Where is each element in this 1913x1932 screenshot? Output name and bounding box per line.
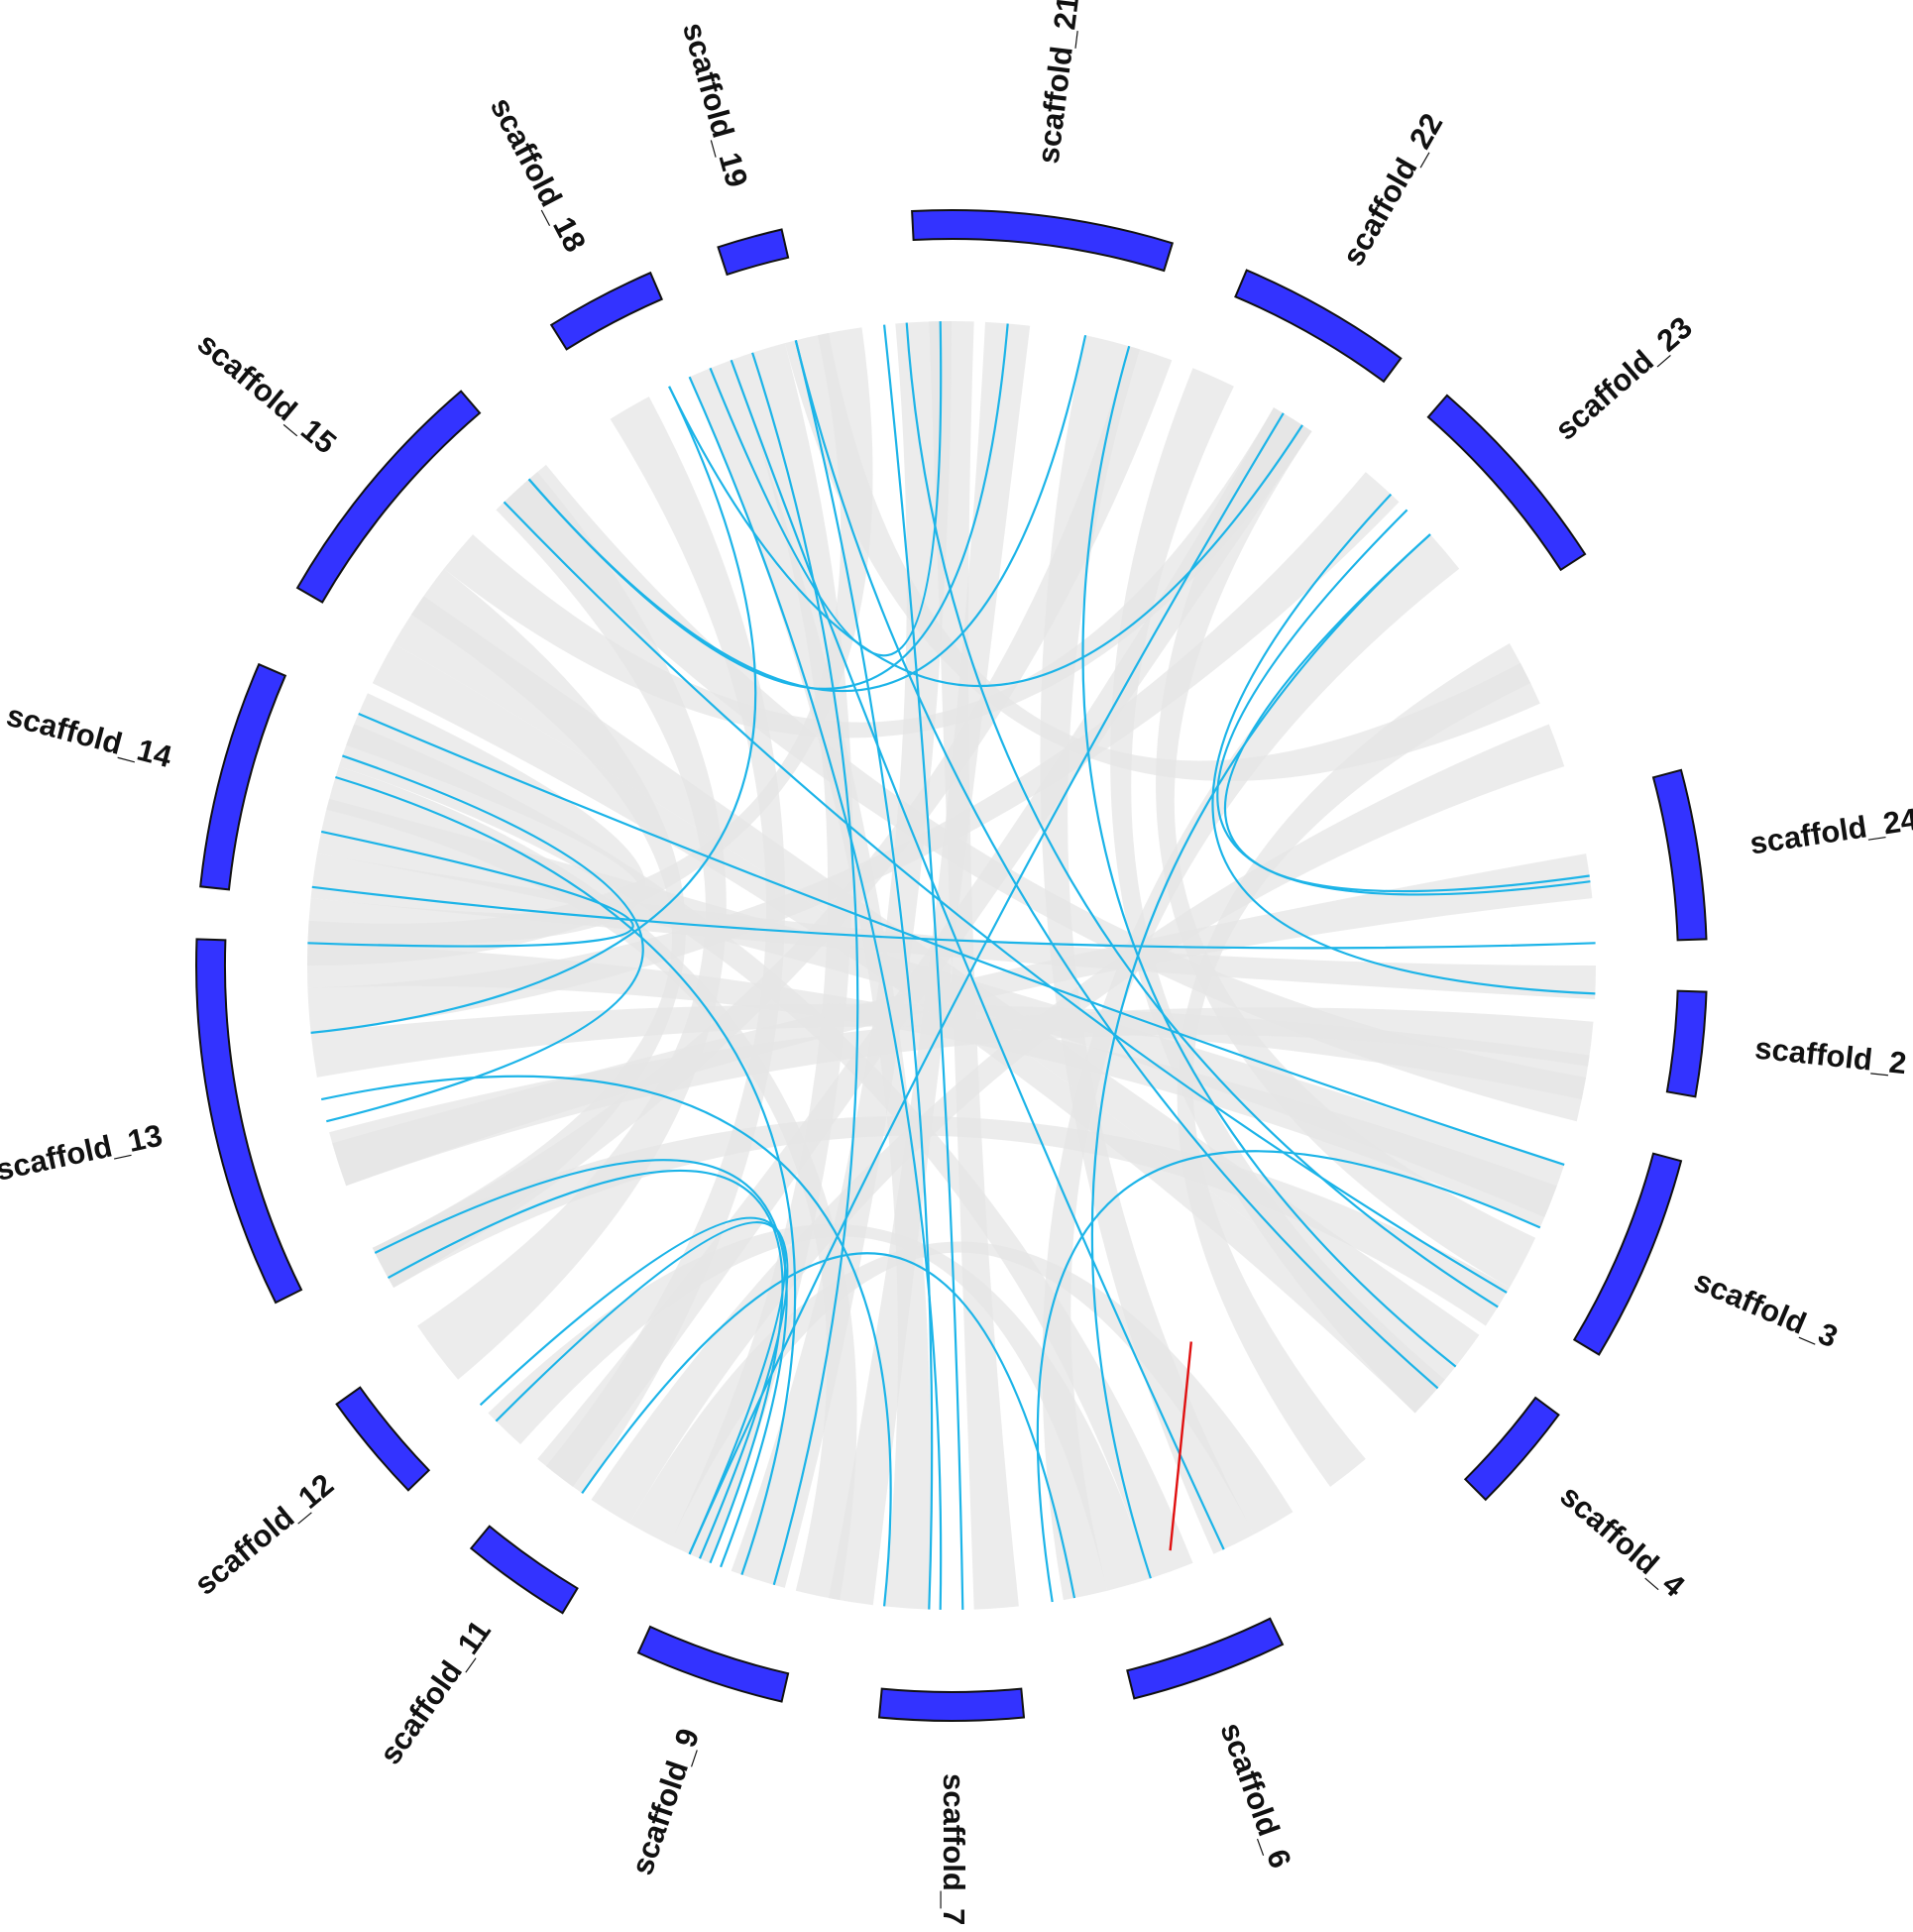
highlight-link-6 <box>751 352 859 1586</box>
special-link-0 <box>1169 1341 1192 1551</box>
highlight-link-17 <box>307 830 634 948</box>
ideogram-scaffold-23 <box>1426 394 1587 572</box>
highlight-link-22 <box>387 1169 784 1564</box>
label-scaffold-4: scaffold_4 <box>1553 1478 1692 1604</box>
highlight-link-19 <box>320 1075 892 1607</box>
ideogram-scaffold-15 <box>295 390 482 604</box>
highlight-link-9 <box>688 412 1285 1555</box>
special-link-layer <box>1169 1341 1192 1551</box>
background-link-6 <box>545 397 786 1494</box>
label-scaffold-13: scaffold_13 <box>0 1118 166 1188</box>
ideogram-scaffold-7 <box>877 1687 1026 1722</box>
highlight-link-25 <box>581 1252 1076 1599</box>
highlight-link-8 <box>883 324 964 1610</box>
scaffold-ideogram-ring <box>195 208 1708 1722</box>
highlight-link-18 <box>311 885 1596 950</box>
highlight-link-12 <box>1223 533 1590 893</box>
label-scaffold-15: scaffold_15 <box>191 325 343 460</box>
background-link-23 <box>329 1007 1594 1187</box>
highlight-link-21 <box>374 1159 788 1568</box>
background-link-17 <box>689 360 932 1610</box>
background-link-13 <box>332 853 1593 1187</box>
label-scaffold-3: scaffold_3 <box>1689 1263 1843 1354</box>
background-link-28 <box>488 1223 1151 1591</box>
background-link-11 <box>307 943 1557 1228</box>
label-scaffold-7: scaffold_7 <box>937 1773 971 1925</box>
highlight-link-11 <box>1216 509 1591 896</box>
highlight-link-30 <box>905 322 1499 1308</box>
ideogram-scaffold-24 <box>1651 768 1708 942</box>
highlight-link-27 <box>503 501 1508 1294</box>
background-link-15 <box>537 407 1312 1487</box>
ideogram-scaffold-22 <box>1234 269 1403 384</box>
highlight-link-14 <box>358 712 1565 1166</box>
highlight-link-10 <box>1211 493 1596 995</box>
ideogram-scaffold-19 <box>717 228 790 277</box>
label-scaffold-23: scaffold_23 <box>1548 309 1699 446</box>
highlight-link-1 <box>527 334 1087 693</box>
ideogram-scaffold-6 <box>1126 1617 1285 1700</box>
highlight-link-7 <box>794 340 934 1610</box>
label-scaffold-18: scaffold_18 <box>484 91 593 257</box>
background-link-31 <box>443 407 1312 739</box>
highlight-link-3 <box>709 321 943 657</box>
background-link-10 <box>310 853 1597 999</box>
highlight-link-23 <box>479 1216 789 1559</box>
label-scaffold-19: scaffold_19 <box>676 19 754 191</box>
label-scaffold-9: scaffold_9 <box>624 1724 707 1878</box>
highlight-link-24 <box>495 1221 787 1555</box>
highlight-link-16 <box>335 775 797 1575</box>
label-scaffold-6: scaffold_6 <box>1213 1718 1297 1873</box>
ideogram-scaffold-18 <box>549 271 664 351</box>
ideogram-scaffold-2 <box>1665 989 1708 1098</box>
label-scaffold-12: scaffold_12 <box>188 1467 341 1602</box>
highlight-link-28 <box>1081 345 1457 1368</box>
label-scaffold-2: scaffold_2 <box>1753 1030 1908 1080</box>
ideogram-scaffold-11 <box>469 1525 579 1615</box>
background-link-2 <box>1040 335 1255 1554</box>
highlight-link-layer <box>307 321 1596 1610</box>
ideogram-scaffold-4 <box>1463 1396 1560 1502</box>
label-scaffold-14: scaffold_14 <box>3 698 176 775</box>
label-scaffold-21: scaffold_21 <box>1031 0 1086 166</box>
highlight-link-15 <box>326 754 644 1123</box>
ideogram-scaffold-3 <box>1572 1152 1683 1356</box>
ideogram-scaffold-12 <box>335 1386 431 1492</box>
ideogram-scaffold-13 <box>195 938 303 1305</box>
ideogram-scaffold-9 <box>636 1625 790 1703</box>
background-link-34 <box>372 1115 1510 1326</box>
highlight-link-5 <box>730 359 1225 1550</box>
highlight-link-13 <box>1090 533 1431 1579</box>
background-link-20 <box>1177 643 1531 1487</box>
label-scaffold-24: scaffold_24 <box>1747 802 1913 861</box>
highlight-link-29 <box>794 340 1439 1390</box>
highlight-link-4 <box>688 376 943 1610</box>
label-scaffold-11: scaffold_11 <box>373 1614 498 1770</box>
highlight-link-26 <box>1036 1150 1541 1603</box>
highlight-link-20 <box>310 386 757 1034</box>
ideogram-scaffold-14 <box>199 662 287 891</box>
label-scaffold-22: scaffold_22 <box>1335 108 1449 272</box>
ideogram-scaffold-21 <box>911 208 1175 273</box>
background-link-30 <box>372 643 1445 1414</box>
